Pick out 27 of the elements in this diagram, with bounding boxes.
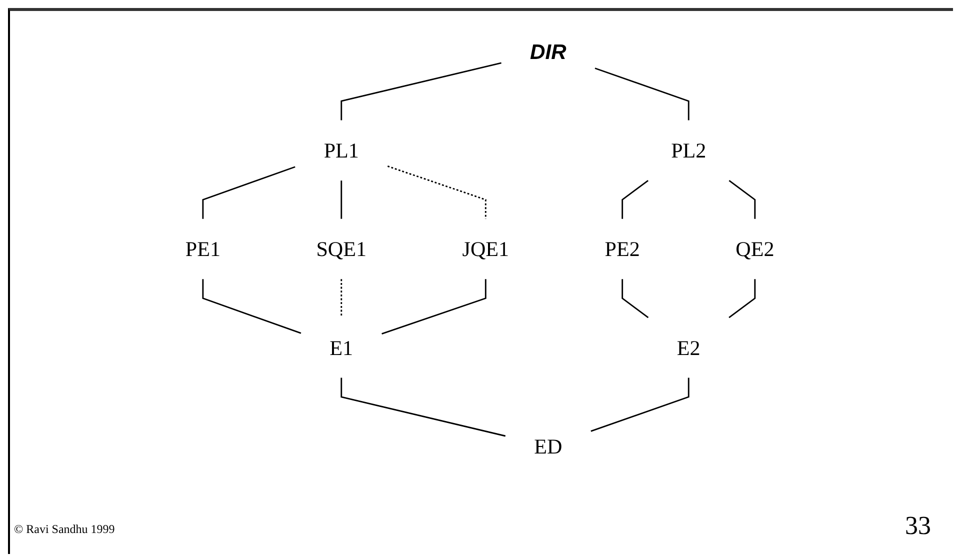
connector [728,279,756,318]
node-text: PL2 [670,138,706,162]
connector [202,166,296,219]
connector [340,62,502,120]
copyright-note: © Ravi Sandhu 1999 [14,522,115,537]
node-text: JQE1 [462,237,509,261]
connector [387,166,486,219]
node-text: ED [534,434,562,458]
connector [340,378,506,437]
node-text: E2 [676,336,700,360]
node-text: PE2 [604,237,640,261]
node-text: SQE1 [316,237,366,261]
connector [340,279,342,318]
node-text: QE2 [735,237,774,261]
connector [590,378,690,432]
connector [594,68,690,120]
connector [621,180,648,219]
connector [621,279,648,318]
connector [728,180,756,219]
node-text: DIR [530,40,566,64]
connector [381,279,486,334]
node-text: PE1 [185,237,220,261]
node-text: PL1 [324,138,359,162]
page-number: 33 [905,511,931,541]
connector [202,279,301,334]
node-text: E1 [329,336,353,360]
connector [340,180,342,219]
